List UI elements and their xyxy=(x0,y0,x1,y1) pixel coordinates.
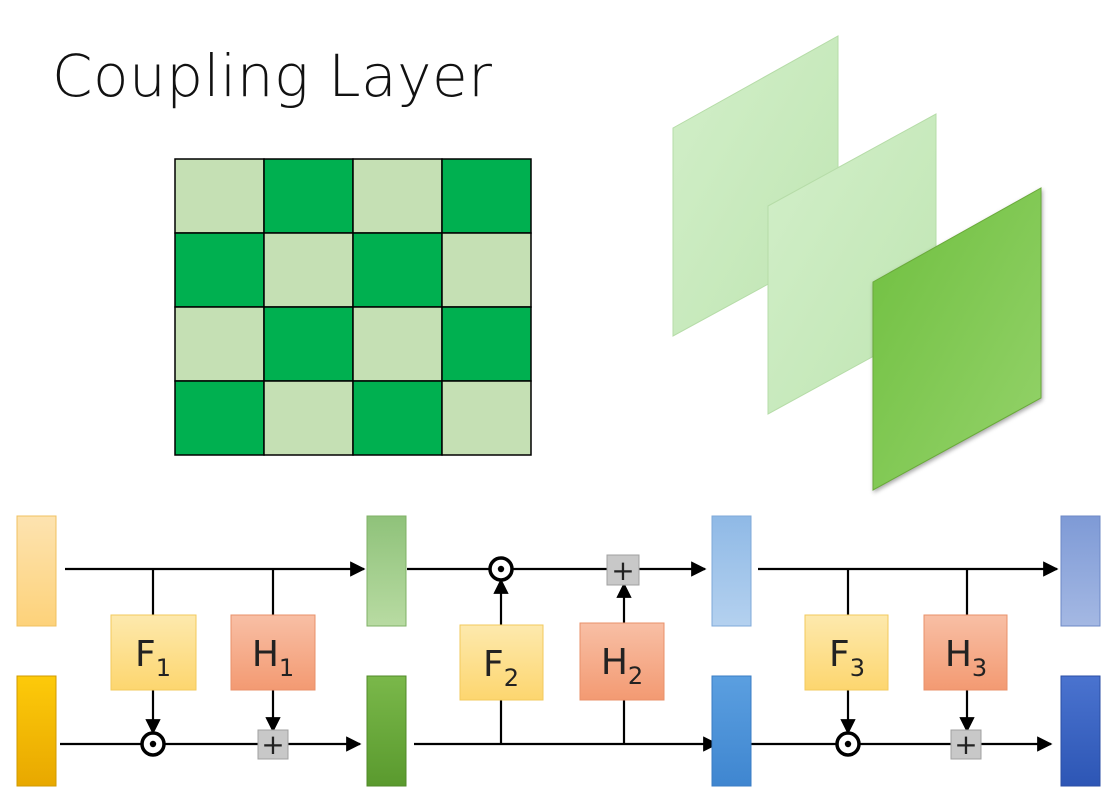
block-f3-name: F xyxy=(829,634,850,675)
add-icon: + xyxy=(606,554,640,587)
channel-planes xyxy=(672,35,1042,491)
svg-text:F1: F1 xyxy=(135,634,171,682)
block-h2-subscript: 2 xyxy=(628,662,643,690)
checkerboard-cell xyxy=(352,232,443,308)
checkerboard-cell xyxy=(174,158,265,234)
block-h1-subscript: 1 xyxy=(279,654,294,682)
add-icon: + xyxy=(257,728,289,761)
stage-1-bottom-bar xyxy=(366,675,407,787)
channel-plane-3 xyxy=(872,187,1042,491)
block-h3-name: H xyxy=(945,634,972,675)
block-h3: H3 xyxy=(923,614,1008,691)
checkerboard-cell xyxy=(263,158,354,234)
multiply-icon xyxy=(140,731,166,757)
block-f1: F1 xyxy=(110,614,197,691)
stage-2-top-bar xyxy=(711,515,752,627)
checkerboard-cell xyxy=(174,380,265,456)
flow-wires xyxy=(60,561,1059,752)
block-h3-subscript: 3 xyxy=(972,654,987,682)
function-blocks: F1 H1 F2 H2 F3 H3 xyxy=(110,614,1008,701)
svg-text:H1: H1 xyxy=(252,634,294,682)
add-symbol: + xyxy=(611,554,634,587)
checkerboard-mask xyxy=(174,158,532,456)
block-h1-name: H xyxy=(252,634,279,675)
checkerboard-cell xyxy=(352,380,443,456)
block-f2-name: F xyxy=(483,644,504,685)
multiply-icon xyxy=(488,556,514,582)
checkerboard-cell xyxy=(352,158,443,234)
stage-0-bottom-bar xyxy=(16,675,57,787)
stage-bars xyxy=(16,515,1101,787)
stage-2-bottom-bar xyxy=(711,675,752,787)
block-f3-subscript: 3 xyxy=(850,654,865,682)
block-h1: H1 xyxy=(230,614,316,691)
add-symbol: + xyxy=(954,728,977,761)
block-f3: F3 xyxy=(804,614,889,691)
multiply-icon xyxy=(835,731,861,757)
checkerboard-cell xyxy=(263,306,354,382)
stage-3-bottom-bar xyxy=(1060,675,1101,787)
svg-text:F3: F3 xyxy=(829,634,865,682)
checkerboard-cell xyxy=(263,232,354,308)
multiply-operators xyxy=(140,556,861,757)
checkerboard-cell xyxy=(441,232,532,308)
block-h2-name: H xyxy=(601,642,628,683)
checkerboard-cell xyxy=(441,380,532,456)
svg-text:H3: H3 xyxy=(945,634,987,682)
add-symbol: + xyxy=(261,728,284,761)
block-h2: H2 xyxy=(579,622,665,701)
stage-0-top-bar xyxy=(16,515,57,627)
checkerboard-cell xyxy=(263,380,354,456)
checkerboard-cell xyxy=(352,306,443,382)
block-f1-name: F xyxy=(135,634,156,675)
block-f2-subscript: 2 xyxy=(504,664,519,692)
svg-text:F2: F2 xyxy=(483,644,519,692)
checkerboard-cell xyxy=(174,306,265,382)
stage-1-top-bar xyxy=(366,515,407,627)
svg-text:H2: H2 xyxy=(601,642,643,690)
checkerboard-cell xyxy=(174,232,265,308)
page-title: Coupling Layer xyxy=(52,42,493,110)
block-f2: F2 xyxy=(459,624,544,701)
checkerboard-cell xyxy=(441,158,532,234)
checkerboard-cell xyxy=(441,306,532,382)
add-icon: + xyxy=(950,728,982,761)
add-operators: + + + xyxy=(257,554,982,761)
stage-3-top-bar xyxy=(1060,515,1101,627)
block-f1-subscript: 1 xyxy=(156,654,171,682)
